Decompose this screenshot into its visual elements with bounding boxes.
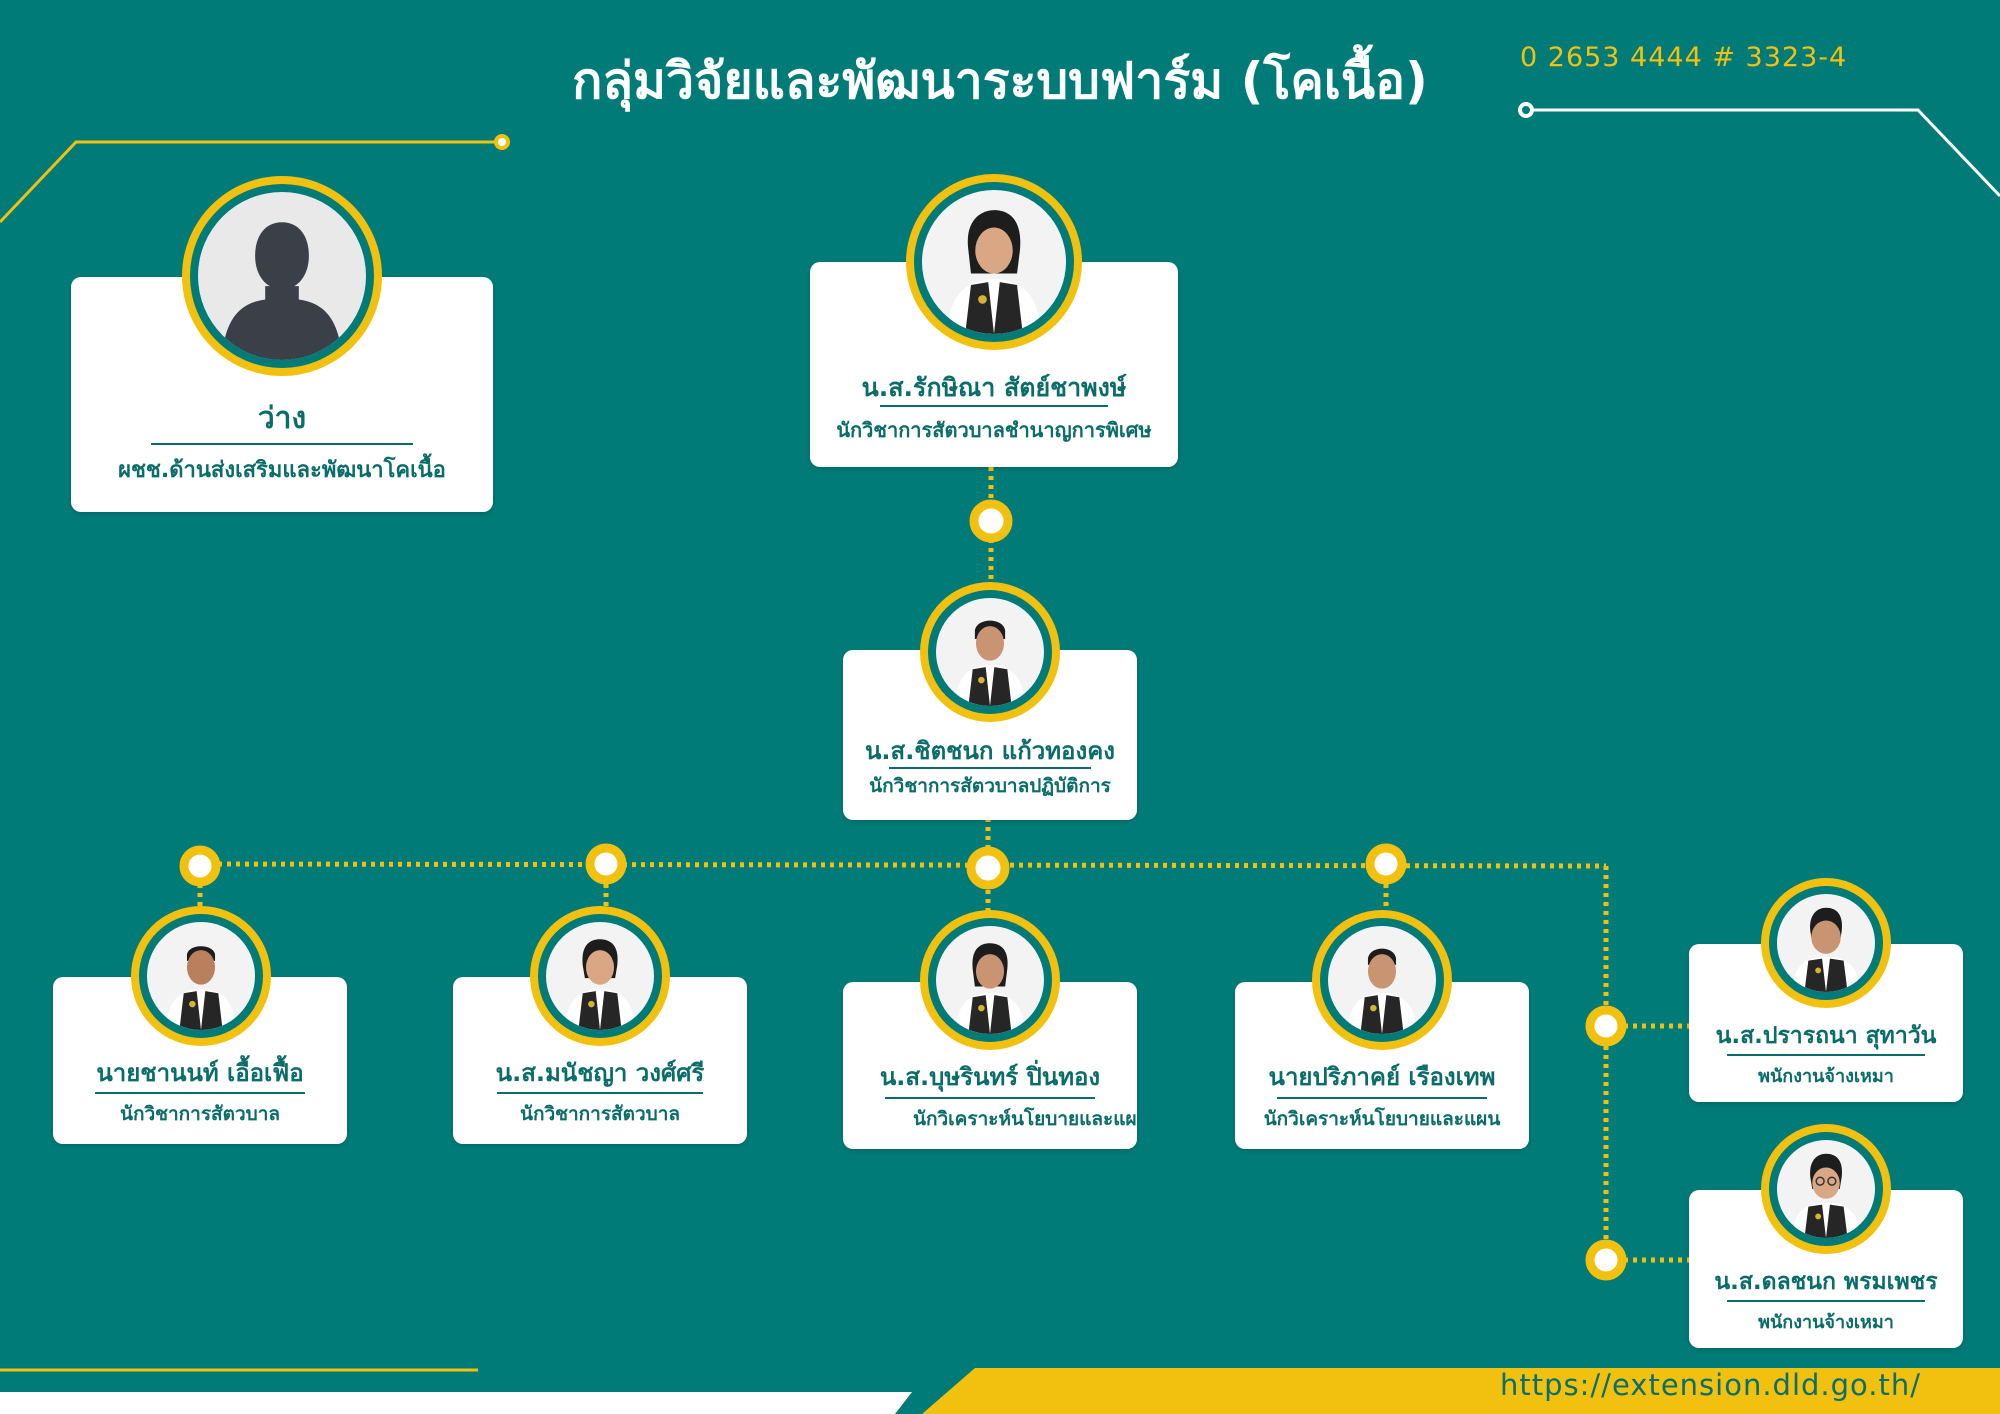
- person-role: นักวิชาการสัตวบาลปฏิบัติการ: [869, 775, 1111, 797]
- person-silhouette-icon: [221, 222, 343, 360]
- name-divider: [1727, 1054, 1925, 1056]
- avatar-staff-3: [920, 910, 1060, 1050]
- name-divider: [497, 1092, 703, 1094]
- card-staff-4: นายปริภาคย์ เรืองเทพ นักวิเคราะห์นโยบายแ…: [1235, 982, 1529, 1149]
- person-role: นักวิชาการสัตวบาลชำนาญการพิเศษ: [836, 418, 1152, 442]
- photo-icon: [955, 620, 1025, 706]
- name-divider: [880, 405, 1108, 407]
- name-divider: [889, 767, 1091, 769]
- photo-icon: [1347, 948, 1417, 1034]
- person-role: นักวิเคราะห์นโยบายและแผน: [1263, 1108, 1501, 1130]
- person-name: น.ส.ปรารถนา สุทาวัน: [1715, 1023, 1937, 1049]
- person-role: พนักงานจ้างเหมา: [1758, 1066, 1894, 1087]
- person-role: นักวิชาการสัตวบาล: [519, 1103, 681, 1125]
- person-role: นักวิเคราะห์นโยบายและแผ: [913, 1108, 1137, 1130]
- name-divider: [1727, 1300, 1925, 1302]
- avatar-staff-4: [1312, 910, 1452, 1050]
- name-divider: [1277, 1097, 1487, 1099]
- person-name: นายปริภาคย์ เรืองเทพ: [1268, 1063, 1496, 1091]
- photo-icon: [947, 210, 1041, 334]
- person-name: น.ส.มนัชญา วงศ์ศรี: [495, 1059, 705, 1087]
- photo-icon: [565, 939, 635, 1030]
- avatar-deputy: [920, 582, 1060, 722]
- page-title: กลุ่มวิจัยและพัฒนาระบบฟาร์ม (โคเนื้อ): [572, 52, 1428, 110]
- avatar-contract-2: [1761, 1124, 1891, 1254]
- photo-icon: [166, 946, 236, 1030]
- person-name: นายชานนท์ เอื้อเฟื้อ: [96, 1059, 304, 1087]
- avatar-contract-1: [1761, 878, 1891, 1008]
- person-name: น.ส.รักษิณา สัตย์ชาพงษ์: [861, 373, 1127, 402]
- person-role: พนักงานจ้างเหมา: [1758, 1312, 1894, 1333]
- name-divider: [151, 443, 413, 445]
- name-divider: [885, 1097, 1095, 1099]
- person-role: นักวิชาการสัตวบาล: [119, 1103, 281, 1125]
- photo-icon: [1792, 907, 1860, 992]
- name-divider: [95, 1092, 305, 1094]
- avatar-staff-2: [530, 906, 670, 1046]
- avatar-vacant: [182, 176, 382, 376]
- person-name: น.ส.ดลชนก พรมเพชร: [1714, 1269, 1938, 1295]
- avatar-head: [906, 174, 1082, 350]
- person-role: ผชช.ด้านส่งเสริมและพัฒนาโคเนื้อ: [118, 458, 446, 483]
- person-name: น.ส.บุษรินทร์ ปิ่นทอง: [879, 1063, 1101, 1091]
- person-name: น.ส.ชิตชนก แก้วทองคง: [865, 737, 1115, 765]
- phone-number: 0 2653 4444 # 3323-4: [1520, 42, 1848, 73]
- photo-icon: [955, 943, 1025, 1034]
- person-name: ว่าง: [257, 401, 307, 436]
- photo-icon: [1792, 1153, 1860, 1238]
- website-url[interactable]: https://extension.dld.go.th/: [1500, 1368, 1922, 1402]
- avatar-staff-1: [131, 906, 271, 1046]
